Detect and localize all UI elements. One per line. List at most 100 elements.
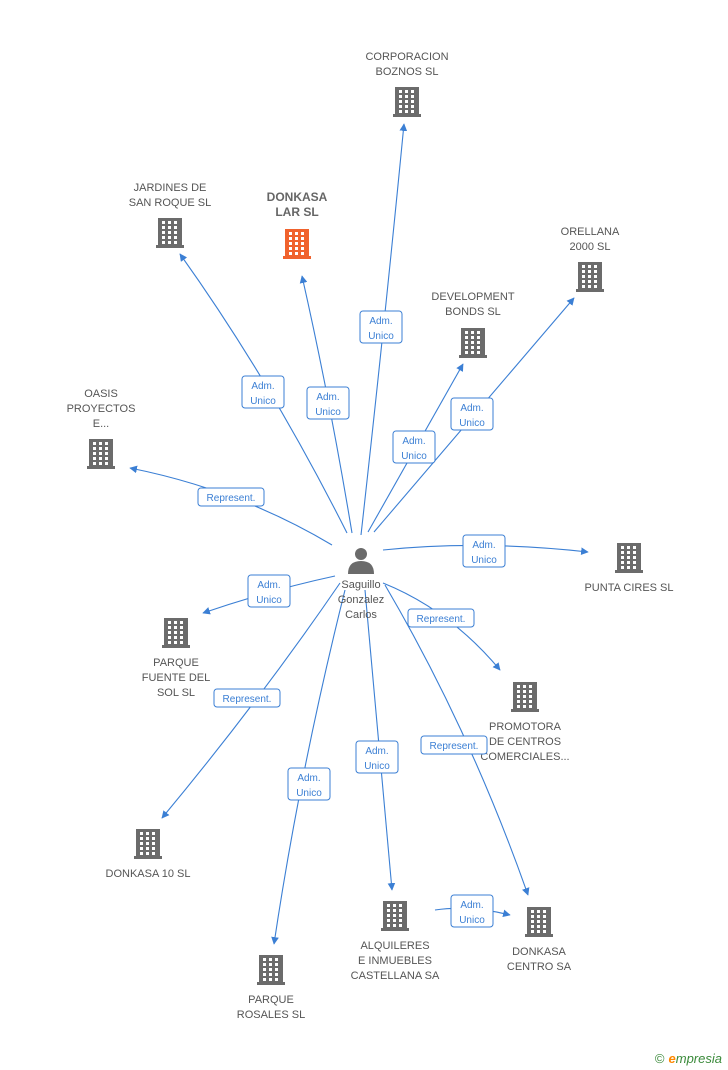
role-text: Represent. <box>430 741 479 752</box>
building-icon[interactable] <box>576 262 604 292</box>
building-icon[interactable] <box>393 87 421 117</box>
role-text: Unico <box>256 595 282 606</box>
role-badge[interactable]: Adm.Unico <box>247 574 291 608</box>
company-label-line[interactable]: ALQUILERES <box>360 940 429 952</box>
company-label-line[interactable]: PARQUE <box>153 657 199 669</box>
role-badge[interactable]: Represent. <box>197 487 265 507</box>
building-icon[interactable] <box>459 328 487 358</box>
company-label-line[interactable]: DONKASA <box>512 946 566 958</box>
role-text: Adm. <box>369 316 392 327</box>
role-badge[interactable]: Adm. Unico <box>355 740 399 774</box>
role-text: Unico <box>315 407 341 418</box>
company-label-line[interactable]: PARQUE <box>248 994 294 1006</box>
company-label-line[interactable]: DONKASA <box>267 190 328 204</box>
company-label-line[interactable]: 2000 SL <box>570 241 611 253</box>
building-icon[interactable] <box>283 229 311 259</box>
role-text: Unico <box>250 396 276 407</box>
copyright-footer: ©empresia <box>655 1051 722 1066</box>
company-node-corporacion[interactable]: CORPORACION BOZNOS SL <box>365 51 449 117</box>
company-label-line[interactable]: JARDINES DE <box>134 182 207 194</box>
role-text: Adm. <box>460 403 483 414</box>
role-text: Adm. <box>316 392 339 403</box>
company-label-line[interactable]: BOZNOS SL <box>376 66 439 78</box>
role-badge[interactable]: Adm.Unico <box>450 397 494 431</box>
company-label-line[interactable]: LAR SL <box>275 205 318 219</box>
company-label-line[interactable]: E INMUEBLES <box>358 955 432 967</box>
role-text: Unico <box>471 555 497 566</box>
role-text: Unico <box>401 451 427 462</box>
building-icon[interactable] <box>511 682 539 712</box>
company-label-line[interactable]: COMERCIALES... <box>480 751 569 763</box>
role-text: Represent. <box>223 694 272 705</box>
building-icon[interactable] <box>381 901 409 931</box>
company-node-parque-fuente[interactable]: PARQUE FUENTE DEL SOL SL <box>142 618 210 699</box>
company-node-alquileres[interactable]: ALQUILERES E INMUEBLES CASTELLANA SA <box>351 901 440 982</box>
company-node-jardines[interactable]: JARDINES DE SAN ROQUE SL <box>129 182 212 248</box>
company-label-line[interactable]: DEVELOPMENT <box>431 291 514 303</box>
company-label-line[interactable]: SOL SL <box>157 687 195 699</box>
building-icon[interactable] <box>615 543 643 573</box>
company-label-line[interactable]: ROSALES SL <box>237 1009 305 1021</box>
company-label-line[interactable]: CASTELLANA SA <box>351 970 440 982</box>
person-icon <box>348 548 374 574</box>
building-icon[interactable] <box>134 829 162 859</box>
role-text: Adm. <box>297 773 320 784</box>
company-node-punta[interactable]: PUNTA CIRES SL <box>584 543 674 594</box>
company-label-line[interactable]: PROMOTORA <box>489 721 562 733</box>
role-badge[interactable]: Represent. <box>420 735 488 755</box>
role-badge[interactable]: Represent. <box>407 608 475 628</box>
building-icon[interactable] <box>162 618 190 648</box>
company-node-parque-rosales[interactable]: PARQUE ROSALES SL <box>237 955 305 1021</box>
role-text: Unico <box>459 915 485 926</box>
company-label-line[interactable]: DE CENTROS <box>489 736 561 748</box>
company-label-line[interactable]: ORELLANA <box>561 226 620 238</box>
role-badge[interactable]: Adm. Unico <box>462 534 506 568</box>
role-text: Adm. <box>402 436 425 447</box>
company-node-development[interactable]: DEVELOPMENT BONDS SL <box>431 291 515 358</box>
company-label-line[interactable]: CORPORACION <box>365 51 448 63</box>
brand-first-letter: e <box>668 1051 676 1066</box>
brand-name[interactable]: mpresia <box>675 1051 722 1066</box>
center-name-line[interactable]: Carlos <box>345 609 377 621</box>
company-label-line[interactable]: FUENTE DEL <box>142 672 210 684</box>
role-text: Adm. <box>365 746 388 757</box>
company-node-orellana[interactable]: ORELLANA 2000 SL <box>561 226 620 292</box>
company-node-oasis[interactable]: OASIS PROYECTOS E... <box>67 388 136 469</box>
role-badge[interactable]: Adm. Unico <box>287 767 331 801</box>
role-text: Unico <box>364 761 390 772</box>
building-icon[interactable] <box>156 218 184 248</box>
center-name-line[interactable]: Saguillo <box>341 579 380 591</box>
building-icon[interactable] <box>87 439 115 469</box>
edge-center-alquileres <box>364 589 396 891</box>
company-label-line[interactable]: BONDS SL <box>445 306 501 318</box>
role-text: Represent. <box>417 614 466 625</box>
role-badge[interactable]: Adm.Unico <box>359 310 403 344</box>
company-label-line[interactable]: DONKASA 10 SL <box>106 868 191 880</box>
company-label-line[interactable]: PROYECTOS <box>67 403 136 415</box>
company-label-line[interactable]: CENTRO SA <box>507 961 572 973</box>
role-badge[interactable]: Adm.Unico <box>450 894 494 928</box>
role-badge[interactable]: Adm.Unico <box>241 375 285 409</box>
role-badge[interactable]: Represent. <box>213 688 281 708</box>
role-text: Unico <box>296 788 322 799</box>
role-badge[interactable]: Adm. Unico <box>306 386 350 420</box>
company-label-line[interactable]: SAN ROQUE SL <box>129 197 212 209</box>
edge-center-donkasa-centro <box>384 584 530 896</box>
company-node-donkasa-centro[interactable]: DONKASA CENTRO SA <box>507 907 572 973</box>
company-node-donkasa10[interactable]: DONKASA 10 SL <box>106 829 191 880</box>
building-icon[interactable] <box>525 907 553 937</box>
building-icon[interactable] <box>257 955 285 985</box>
copyright-symbol: © <box>654 1051 665 1066</box>
company-node-promotora[interactable]: PROMOTORA DE CENTROS COMERCIALES... <box>480 682 570 763</box>
role-badge[interactable]: Adm. Unico <box>392 430 436 464</box>
role-text: Adm. <box>472 540 495 551</box>
role-text: Represent. <box>207 493 256 504</box>
center-name-line[interactable]: Gonzalez <box>338 594 384 606</box>
edge-center-parque-rosales <box>271 589 346 945</box>
company-label-line[interactable]: OASIS <box>84 388 118 400</box>
company-label-line[interactable]: PUNTA CIRES SL <box>584 582 673 594</box>
company-label-line[interactable]: E... <box>93 418 110 430</box>
